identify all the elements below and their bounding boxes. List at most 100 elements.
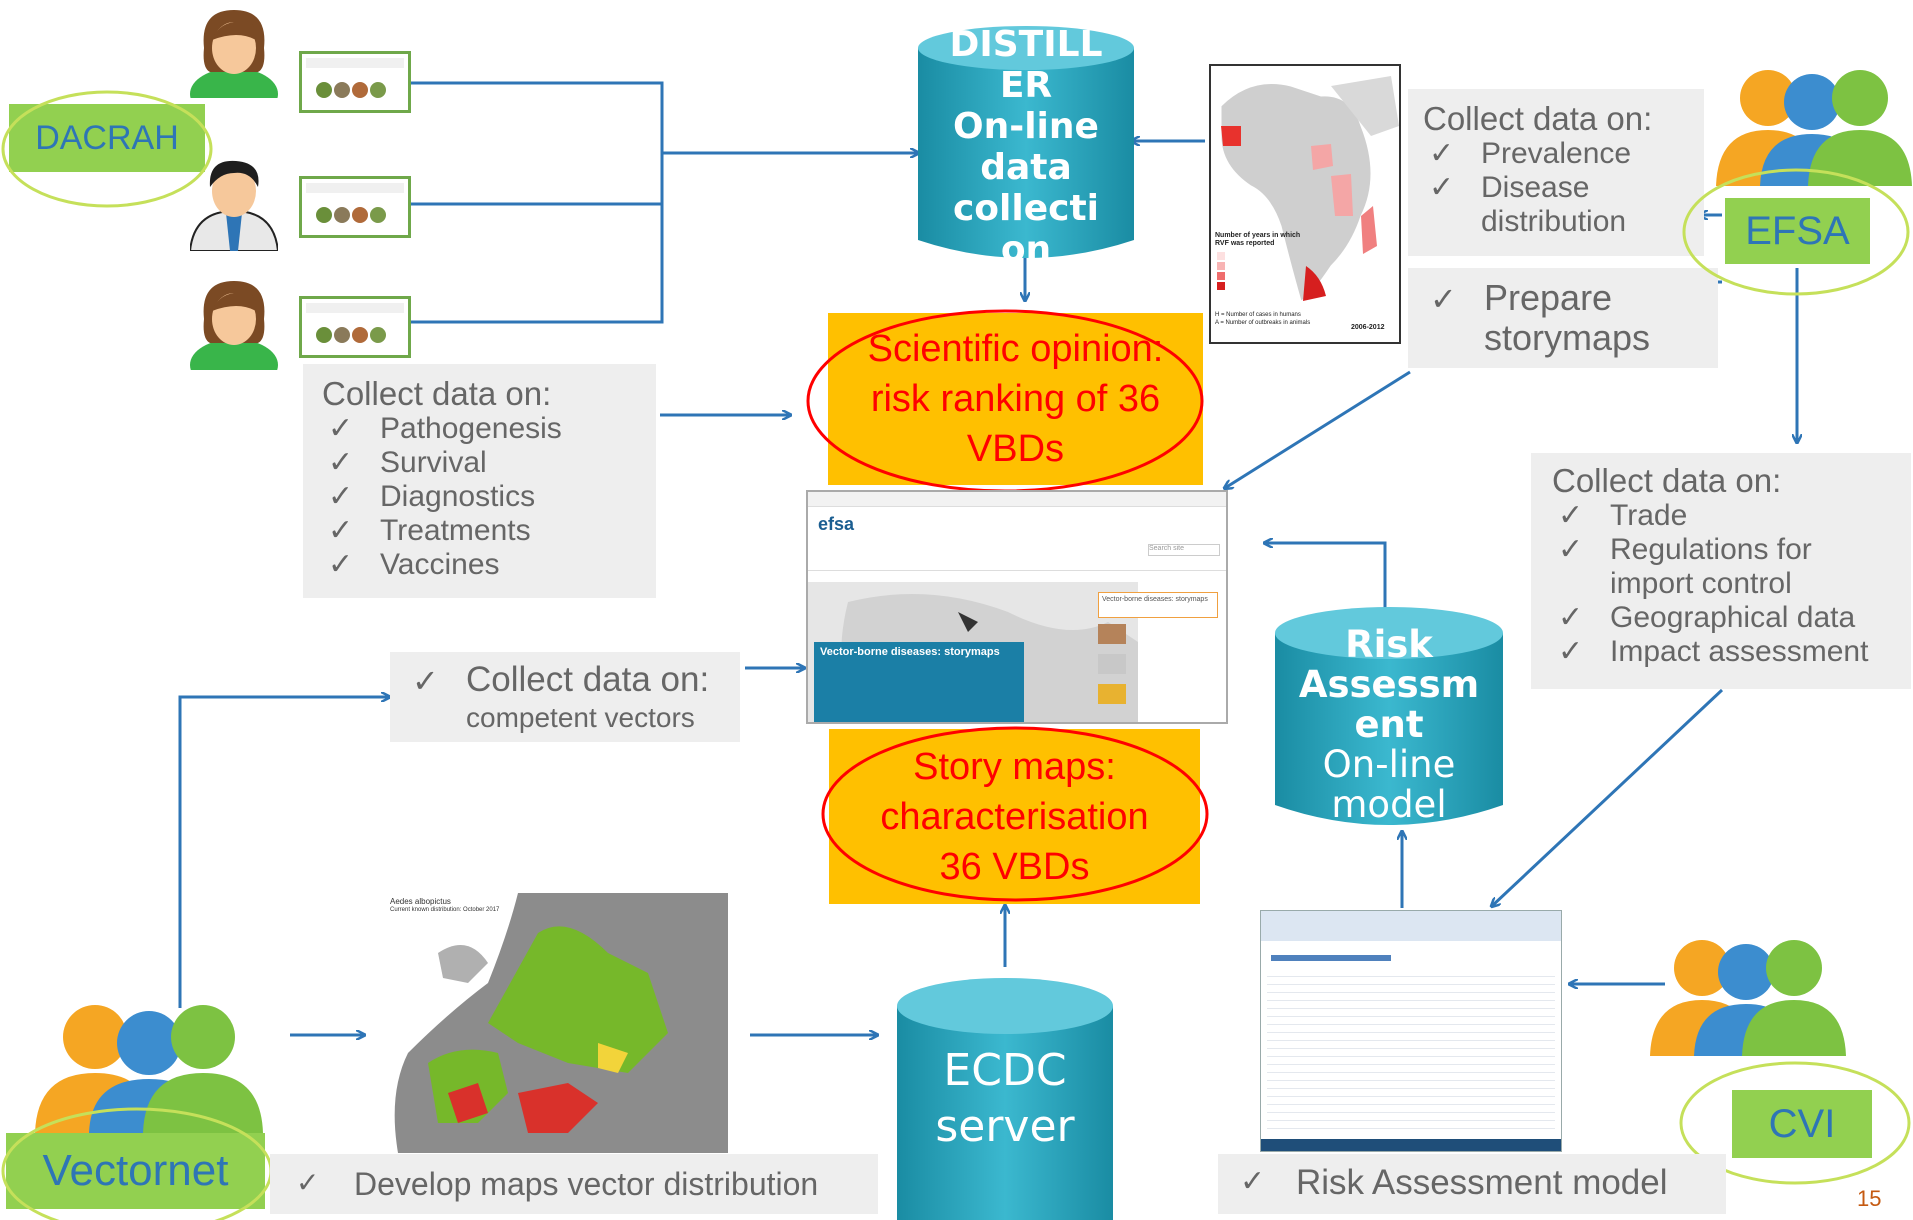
check-icon: ✓ [328,446,354,479]
story-maps-line-2: characterisation [880,796,1149,838]
story-maps-line-1: Story maps: [913,746,1116,788]
efsa-people-icon [1716,70,1912,186]
efsa-side-title: Vector-borne diseases: storymaps [1098,592,1218,618]
cvi-ellipse [1679,1061,1911,1185]
check-icon: ✓ [412,663,439,699]
vectors-collect-detail: competent vectors [466,702,695,733]
opinion-line-3: VBDs [966,428,1065,470]
ecdc-server-label: ECDC server [895,1043,1115,1155]
efsa-collect-item: ✓Prevalence [1429,137,1632,170]
check-icon: ✓ [328,480,354,513]
africa-map-legend-title: Number of years in which RVF was reporte… [1215,232,1301,247]
risk-model-text: Risk Assessment model [1296,1163,1668,1202]
risk-model-caption: ✓ Risk Assessment model [1218,1154,1726,1214]
story-maps-ellipse [821,726,1209,902]
distiller-database-cylinder [918,26,1134,258]
story-maps-box [829,729,1200,904]
prepare-storymaps-box: ✓ Prepare storymaps [1408,268,1718,368]
efsa-label: EFSA [1725,198,1870,264]
africa-map-note-1: H = Number of cases in humans [1215,312,1301,318]
check-icon: ✓ [328,412,354,445]
arrow-vectornet-to-collect [178,697,389,1008]
person-male-icon [190,160,278,251]
vectornet-label: Vectornet [6,1133,265,1209]
efsa-collect-heading: Collect data on: [1423,100,1653,137]
questionnaire-thumbnail-1[interactable] [299,51,411,113]
ecdc-line-1: ECDC [943,1045,1067,1096]
trade-collect-heading: Collect data on: [1552,462,1782,499]
news-thumbnail [1098,654,1126,674]
trade-collect-box: Collect data on: ✓Trade ✓Regulations for… [1531,453,1911,689]
check-icon: ✓ [296,1167,320,1198]
risk-line-1: Risk [1345,623,1433,666]
distiller-line-3: On-line [953,106,1099,147]
vectornet-ellipse [1,1107,273,1220]
check-icon: ✓ [1558,635,1584,668]
check-icon: ✓ [1429,171,1455,204]
risk-assessment-database-cylinder [1275,607,1503,825]
risk-line-2: Assessm [1298,663,1480,706]
efsa-collect-item: distribution [1481,205,1627,238]
prepare-line-2: storymaps [1484,317,1651,358]
spreadsheet-taskbar [1261,1139,1561,1151]
vectornet-people-icon [35,1005,263,1133]
story-maps-text: Story maps: characterisation 36 VBDs [829,742,1200,892]
trade-collect-item: import control [1610,567,1792,600]
cvi-label: CVI [1732,1090,1872,1158]
check-icon: ✓ [1558,499,1584,532]
efsa-storymaps-panel: Vector-borne diseases: storymaps [814,642,1024,722]
check-icon: ✓ [328,514,354,547]
spreadsheet-ribbon [1261,911,1561,941]
dacrah-collect-box: Collect data on: ✓Pathogenesis ✓Survival… [303,364,656,598]
europe-map-subtitle: Current known distribution: October 2017 [390,907,500,913]
spreadsheet-title-bar [1271,955,1391,961]
dacrah-collect-item: ✓Survival [328,446,487,479]
risk-line-5: model [1331,783,1447,826]
dacrah-ellipse [1,90,213,208]
arrow-risk-to-page [1265,543,1387,620]
distiller-line-5: collecti [952,188,1100,229]
risk-assessment-spreadsheet[interactable] [1260,910,1562,1152]
check-icon: ✓ [1558,533,1584,566]
ecdc-server-cylinder [897,978,1113,1220]
dacrah-collect-item: ✓Treatments [328,514,531,547]
dacrah-collect-item: ✓Pathogenesis [328,412,562,445]
check-icon: ✓ [1430,281,1457,317]
opinion-line-2: risk ranking of 36 [870,378,1161,420]
distiller-line-1: DISTILL [949,24,1103,65]
efsa-collect-box: Collect data on: ✓Prevalence ✓Disease di… [1408,89,1704,256]
dacrah-collect-item: ✓Vaccines [328,548,500,581]
distiller-line-2: ER [999,65,1053,106]
europe-map-title: Aedes albopictus [390,897,451,906]
scientific-opinion-text: Scientific opinion: risk ranking of 36 V… [828,324,1203,474]
distiller-line-4: data [980,147,1072,188]
vectors-collect-heading: Collect data on: [466,660,710,699]
vectors-collect-box: ✓ Collect data on: competent vectors [390,652,740,742]
efsa-logo: efsa [818,514,855,534]
risk-assessment-label: Risk Assessm ent On-line model [1273,625,1505,825]
cvi-people-icon [1650,940,1846,1056]
africa-map-note-2: A = Number of outbreaks in animals [1215,320,1311,326]
efsa-storymaps-webpage[interactable]: efsa Search site Vector-borne diseases: … [806,490,1228,724]
distiller-line-6: on [1000,229,1052,270]
questionnaire-thumbnail-3[interactable] [299,296,411,358]
trade-collect-item: ✓Impact assessment [1558,635,1869,668]
check-icon: ✓ [1558,601,1584,634]
arrow-trade-to-excel [1492,688,1724,906]
trade-collect-item: ✓Regulations for [1558,533,1812,566]
dacrah-collect-heading: Collect data on: [322,375,552,412]
news-thumbnail [1098,684,1126,704]
risk-line-4: On-line [1322,743,1456,786]
browser-bookmark-bar [808,492,1226,507]
develop-maps-caption: ✓ Develop maps vector distribution [270,1154,878,1214]
prepare-line-1: Prepare [1484,277,1613,318]
efsa-panel-title: Vector-borne diseases: storymaps [820,646,1000,658]
europe-vector-map: Aedes albopictus Current known distribut… [368,893,728,1153]
ecdc-line-2: server [935,1101,1075,1152]
arrow-prepare-to-page [1225,370,1411,488]
efsa-search-input[interactable]: Search site [1148,544,1220,556]
trade-collect-item: ✓Geographical data [1558,601,1856,634]
questionnaire-thumbnail-2[interactable] [299,176,411,238]
distiller-label: DISTILL ER On-line data collecti on [916,24,1136,270]
